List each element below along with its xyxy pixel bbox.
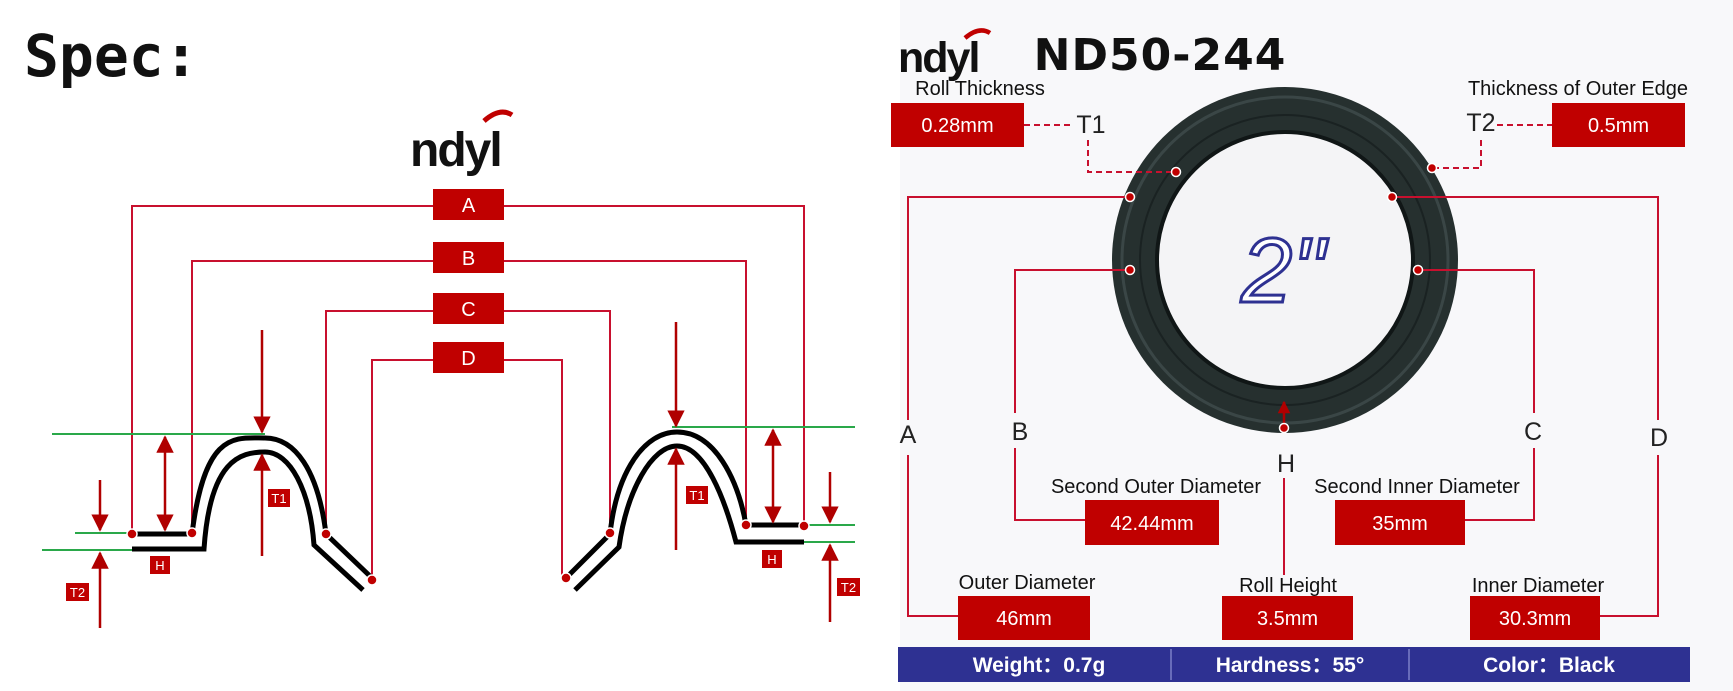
marker-h-right: H [762,550,782,568]
svg-text:3.5mm: 3.5mm [1257,608,1318,630]
spec-title: Spec: [24,22,199,90]
label-outer-diameter: Outer Diameter [959,572,1096,594]
ring-points [1124,162,1438,434]
svg-text:D: D [461,348,475,370]
label-second-inner-diameter: Second Inner Diameter [1314,476,1520,498]
logo-right: ndyl [898,28,992,82]
svg-text:35mm: 35mm [1372,513,1428,535]
dimension-arrows [91,322,839,628]
value-second-outer-diameter: 42.44mm [1085,500,1219,545]
tag-d: D [1650,424,1668,452]
marker-t2-right: T2 [837,578,860,596]
label-inner-diameter: Inner Diameter [1472,575,1605,597]
label-outer-edge-thickness: Thickness of Outer Edge [1468,78,1688,100]
label-roll-thickness: Roll Thickness [915,78,1045,100]
tag-c: C [1524,418,1542,446]
tag-b: B [1012,418,1029,446]
value-second-inner-diameter: 35mm [1335,500,1465,545]
svg-text:0.28mm: 0.28mm [921,115,993,137]
marker-t2-left: T2 [66,583,89,601]
tag-a: A [900,421,917,449]
dimension-tag-d: D [433,342,504,373]
svg-text:C: C [461,299,475,321]
value-outer-edge-thickness: 0.5mm [1552,103,1685,147]
footer-hardness: Hardness：55° [1216,654,1364,677]
logo: ndyl [410,109,514,177]
svg-text:A: A [462,195,476,217]
svg-text:T2: T2 [70,585,85,600]
marker-t1-left: T1 [268,489,290,507]
svg-text:B: B [462,248,475,270]
tag-h: H [1277,450,1295,478]
dimension-tag-c: C [433,293,504,324]
logo-right-text: ndyl [898,34,978,82]
svg-text:T1: T1 [689,488,704,503]
value-roll-height: 3.5mm [1222,596,1353,640]
size-label: 2" [1240,220,1329,322]
model-title: ND50-244 [1034,30,1287,81]
product-ring: 2" [1112,87,1458,433]
footer-color: Color：Black [1483,654,1615,677]
dimension-tag-a: A [433,189,504,220]
dimension-tag-b: B [433,242,504,273]
footer-bar: Weight：0.7g Hardness：55° Color：Black [898,647,1690,682]
label-second-outer-diameter: Second Outer Diameter [1051,476,1261,498]
surround-profile [132,429,804,592]
svg-text:42.44mm: 42.44mm [1110,513,1193,535]
tag-t2: T2 [1466,109,1495,137]
logo-text: ndyl [410,124,501,177]
value-outer-diameter: 46mm [958,596,1090,640]
profile-points [126,519,810,586]
value-roll-thickness: 0.28mm [891,103,1024,147]
dimension-leaders [131,205,805,580]
thickness-leaders [1024,124,1552,173]
diameter-leaders [907,196,1659,617]
tag-t1: T1 [1076,111,1105,139]
footer-weight: Weight：0.7g [973,654,1106,677]
value-inner-diameter: 30.3mm [1470,596,1600,640]
svg-text:H: H [155,558,164,573]
svg-text:T1: T1 [271,491,286,506]
svg-text:46mm: 46mm [996,608,1052,630]
marker-t1-right: T1 [686,486,708,504]
svg-text:H: H [767,552,776,567]
svg-text:0.5mm: 0.5mm [1588,115,1649,137]
svg-text:T2: T2 [841,580,856,595]
label-roll-height: Roll Height [1239,575,1337,597]
marker-h-left: H [150,556,170,574]
svg-text:30.3mm: 30.3mm [1499,608,1571,630]
